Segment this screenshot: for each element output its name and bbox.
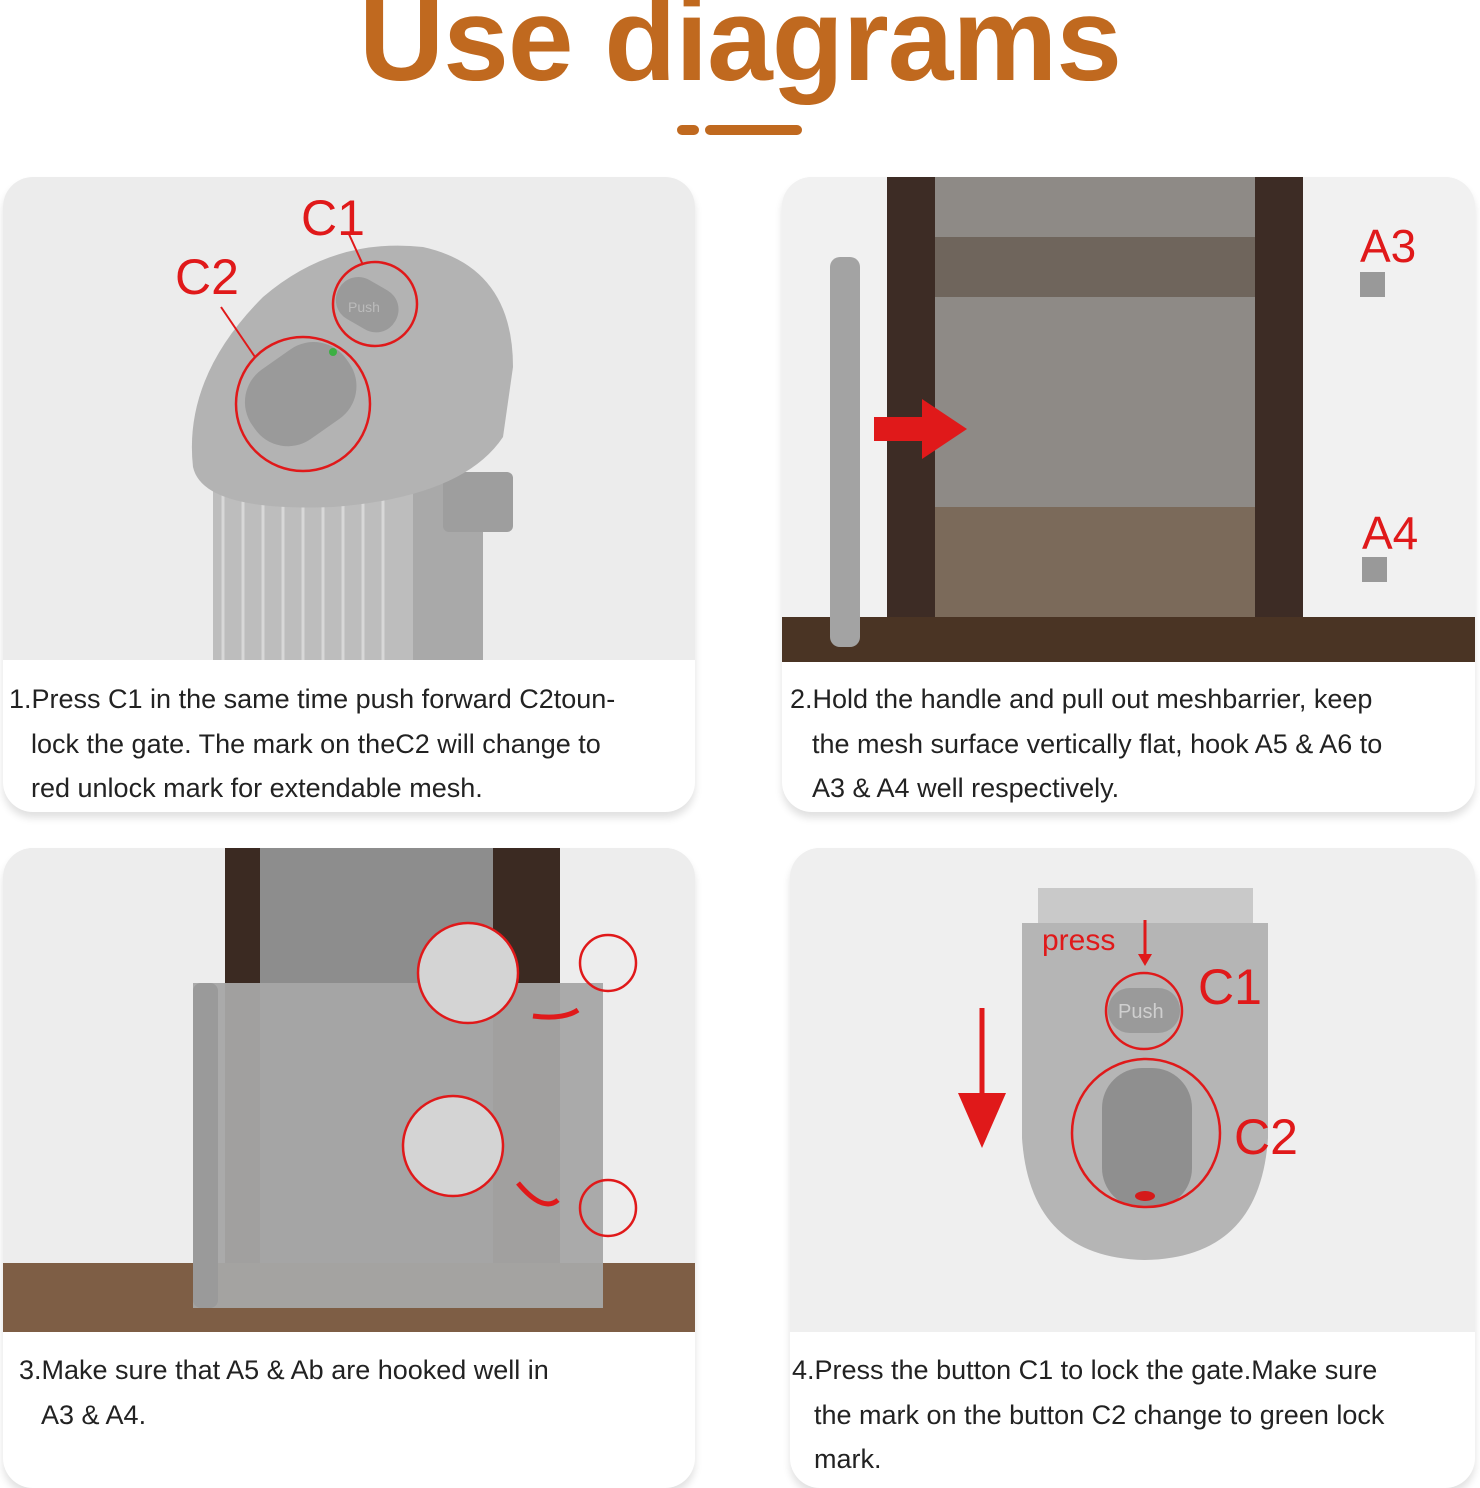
hook-arrow-icon <box>516 1181 560 1207</box>
c1-highlight-circle <box>1104 971 1184 1051</box>
label-c1: C1 <box>301 190 365 246</box>
step-1-illustration: Push C1 C2 <box>3 177 695 660</box>
label-press: press <box>1042 924 1115 957</box>
push-button-label: Push <box>1118 1001 1164 1023</box>
step-2-illustration: A3 A4 <box>782 177 1475 662</box>
step-2-description: 2.Hold the handle and pull out meshbarri… <box>782 677 1475 811</box>
step-1-description: 1.Press C1 in the same time push forward… <box>3 677 695 811</box>
text-line: A3 & A4. <box>41 1399 147 1430</box>
title-underline-long <box>705 125 802 135</box>
step-card-2: A3 A4 2.Hold the handle and pull out mes… <box>782 177 1475 812</box>
hook-detail-circle-top <box>416 921 520 1025</box>
text-line: red unlock mark for extendable mesh. <box>31 773 483 803</box>
text-line: the mark on the button C2 change to gree… <box>814 1399 1385 1430</box>
down-arrow-icon <box>958 1093 1006 1148</box>
c2-highlight-circle <box>234 335 372 473</box>
text-line: the mesh surface vertically flat, hook A… <box>812 728 1383 759</box>
step-4-description: 4.Press the button C1 to lock the gate.M… <box>790 1348 1475 1482</box>
c1-highlight-circle <box>331 260 419 348</box>
step-card-4: Push press C1 C2 4.Press the button C1 t… <box>790 848 1475 1488</box>
text-line: 4.Press the button C1 to lock the gate.M… <box>792 1355 1378 1385</box>
pull-arrow-icon <box>874 399 967 459</box>
page-title: Use diagrams <box>359 0 1122 106</box>
step-card-1: Push C1 C2 1.Press C1 in the same time p… <box>3 177 695 812</box>
press-arrow-icon <box>1138 954 1152 966</box>
hook-arrow-icon <box>532 1007 580 1020</box>
label-a3: A3 <box>1360 220 1416 272</box>
title-underline-short <box>677 125 699 135</box>
text-line: lock the gate. The mark on theC2 will ch… <box>31 728 601 759</box>
text-line: 1.Press C1 in the same time push forward… <box>9 684 616 714</box>
text-line: 3.Make sure that A5 & Ab are hooked well… <box>19 1355 549 1385</box>
text-line: A3 & A4 well respectively. <box>812 773 1120 803</box>
step-4-illustration: Push press C1 C2 <box>790 848 1475 1332</box>
step-3-description: 3.Make sure that A5 & Ab are hooked well… <box>3 1348 695 1437</box>
hook-a3 <box>1360 272 1385 297</box>
label-c2: C2 <box>1234 1109 1298 1165</box>
step-3-illustration <box>3 848 695 1332</box>
c2-highlight-circle <box>1070 1057 1222 1209</box>
hook-detail-circle-bottom <box>401 1094 505 1198</box>
push-button-label: Push <box>348 299 380 315</box>
hook-a4 <box>1362 557 1387 582</box>
label-c2: C2 <box>175 249 239 305</box>
label-c1: C1 <box>1198 959 1262 1015</box>
label-a4: A4 <box>1362 507 1418 559</box>
step-card-3: 3.Make sure that A5 & Ab are hooked well… <box>3 848 695 1488</box>
text-line: mark. <box>814 1444 882 1474</box>
text-line: 2.Hold the handle and pull out meshbarri… <box>790 684 1373 714</box>
